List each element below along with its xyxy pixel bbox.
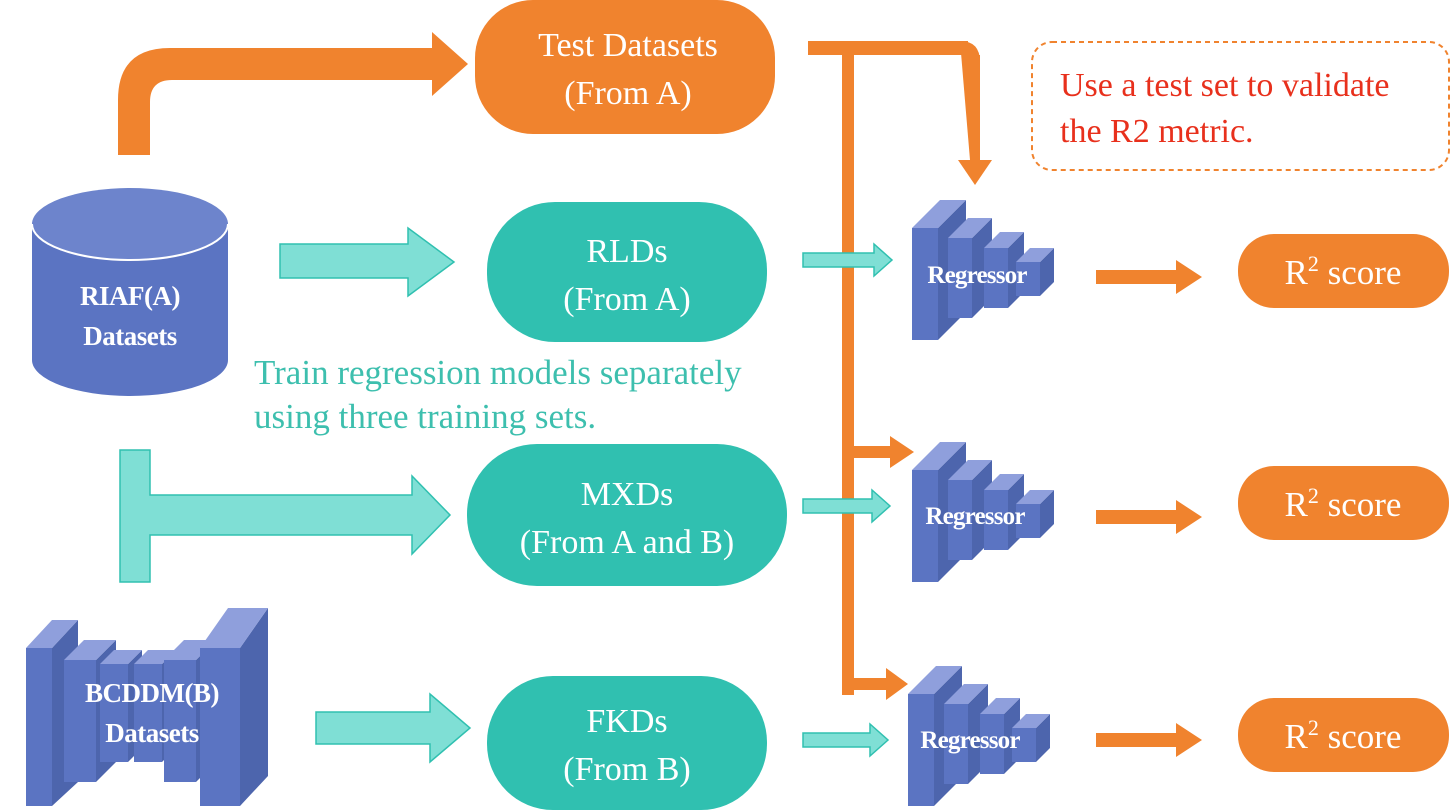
database-cylinder-icon <box>31 188 229 396</box>
rld-to-regressor-arrow <box>802 242 894 278</box>
score-label-3: R2 score <box>1285 715 1402 756</box>
fkd-node <box>487 676 767 810</box>
riaf-label-line1: RIAF(A) <box>80 281 180 311</box>
riaf-label-line2: Datasets <box>83 321 176 351</box>
score-node-3 <box>1238 698 1449 772</box>
fkd-to-regressor-arrow <box>802 722 890 758</box>
regressor-label-2: Regressor <box>925 503 1025 530</box>
score-label-1: R2 score <box>1285 251 1402 292</box>
regressor-layers-icon <box>912 442 1054 582</box>
bcddm-label-line2: Datasets <box>105 718 198 748</box>
test-datasets-line2: (From A) <box>564 75 692 112</box>
riaf-to-test-arrow <box>118 32 468 155</box>
regressor-label-3: Regressor <box>920 727 1020 754</box>
test-distribution-lines <box>808 41 992 700</box>
fkd-line1: FKDs <box>586 703 667 740</box>
score-node-2 <box>1238 466 1449 540</box>
train-note-line2: using three training sets. <box>254 397 596 436</box>
network-layers-icon <box>26 608 268 806</box>
fkd-line2: (From B) <box>563 751 691 788</box>
regressor-to-score-arrow-2 <box>1096 500 1202 534</box>
rld-line2: (From A) <box>563 281 691 318</box>
train-note-line1: Train regression models separately <box>254 353 742 392</box>
test-datasets-line1: Test Datasets <box>538 27 718 64</box>
riaf-to-rld-arrow <box>279 226 456 298</box>
mxd-line1: MXDs <box>581 476 674 513</box>
rld-line1: RLDs <box>586 233 667 270</box>
validate-note-line1: Use a test set to validate <box>1060 67 1390 104</box>
test-datasets-node <box>475 0 775 134</box>
bcddm-label-line1: BCDDM(B) <box>85 678 219 708</box>
validate-note-box <box>1031 41 1450 171</box>
regressor-layers-icon <box>912 200 1054 340</box>
mxd-line2: (From A and B) <box>520 524 734 561</box>
regressor-layers-icon <box>908 666 1050 806</box>
rld-node <box>487 202 767 342</box>
merge-to-mxd-arrow <box>119 449 452 583</box>
regressor-to-score-arrow-1 <box>1096 260 1202 294</box>
mxd-to-regressor-arrow <box>802 488 892 524</box>
score-node-1 <box>1238 234 1449 308</box>
regressor-to-score-arrow-3 <box>1096 723 1202 757</box>
score-label-2: R2 score <box>1285 483 1402 524</box>
regressor-label-1: Regressor <box>927 262 1027 289</box>
bcddm-to-fkd-arrow <box>315 692 472 764</box>
validate-note-line2: the R2 metric. <box>1060 113 1254 150</box>
mxd-node <box>467 444 787 586</box>
